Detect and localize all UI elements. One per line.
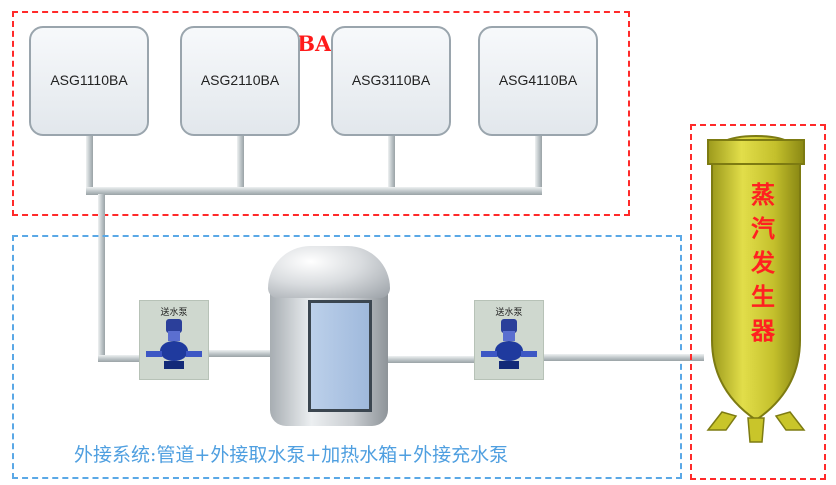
water-pump-2: 送水泵 (474, 300, 544, 380)
pipe-tank-to-pump2 (388, 356, 474, 363)
pump-icon (481, 319, 537, 369)
water-source-frame (12, 11, 630, 216)
external-system-caption: 外接系统:管道+外接取水泵+加热水箱+外接充水泵 (74, 444, 509, 466)
pump-label: 送水泵 (495, 307, 523, 317)
steam-generator-label: 蒸 汽 发 生 器 (748, 178, 778, 348)
pipe-pump2-to-generator (538, 354, 704, 361)
unit-label: ASG2110BA (200, 72, 280, 88)
unit-label: ASG1110BA (50, 72, 128, 88)
pump-label: 送水泵 (160, 307, 188, 317)
steam-generator-frame (690, 124, 826, 480)
steam-generator-char: 汽 (751, 214, 775, 243)
water-pump-1: 送水泵 (139, 300, 209, 380)
unit-label: ASG3110BA (351, 72, 431, 88)
steam-generator-char: 生 (751, 282, 775, 311)
heating-tank-lid (268, 246, 390, 298)
unit-asg3110ba: ASG3110BA (331, 26, 451, 136)
pipe-pump1-to-tank (206, 350, 270, 357)
pump-icon (146, 319, 202, 369)
steam-generator-char: 器 (751, 316, 775, 345)
pipe-unit4-drop (535, 136, 542, 194)
pipe-header (86, 187, 542, 195)
heating-tank-window (308, 300, 372, 412)
unit-label: ASG4110BA (498, 72, 578, 88)
pipe-unit1-drop (86, 136, 93, 194)
pipe-unit3-drop (388, 136, 395, 194)
pipe-main-drop (98, 194, 105, 362)
steam-generator-char: 蒸 (751, 180, 775, 209)
unit-asg4110ba: ASG4110BA (478, 26, 598, 136)
unit-asg2110ba: ASG2110BA (180, 26, 300, 136)
unit-asg1110ba: ASG1110BA (29, 26, 149, 136)
steam-generator-vessel (706, 134, 806, 443)
pipe-unit2-drop (237, 136, 244, 194)
steam-generator-char: 发 (751, 248, 775, 277)
pipe-to-pump1 (98, 355, 146, 362)
